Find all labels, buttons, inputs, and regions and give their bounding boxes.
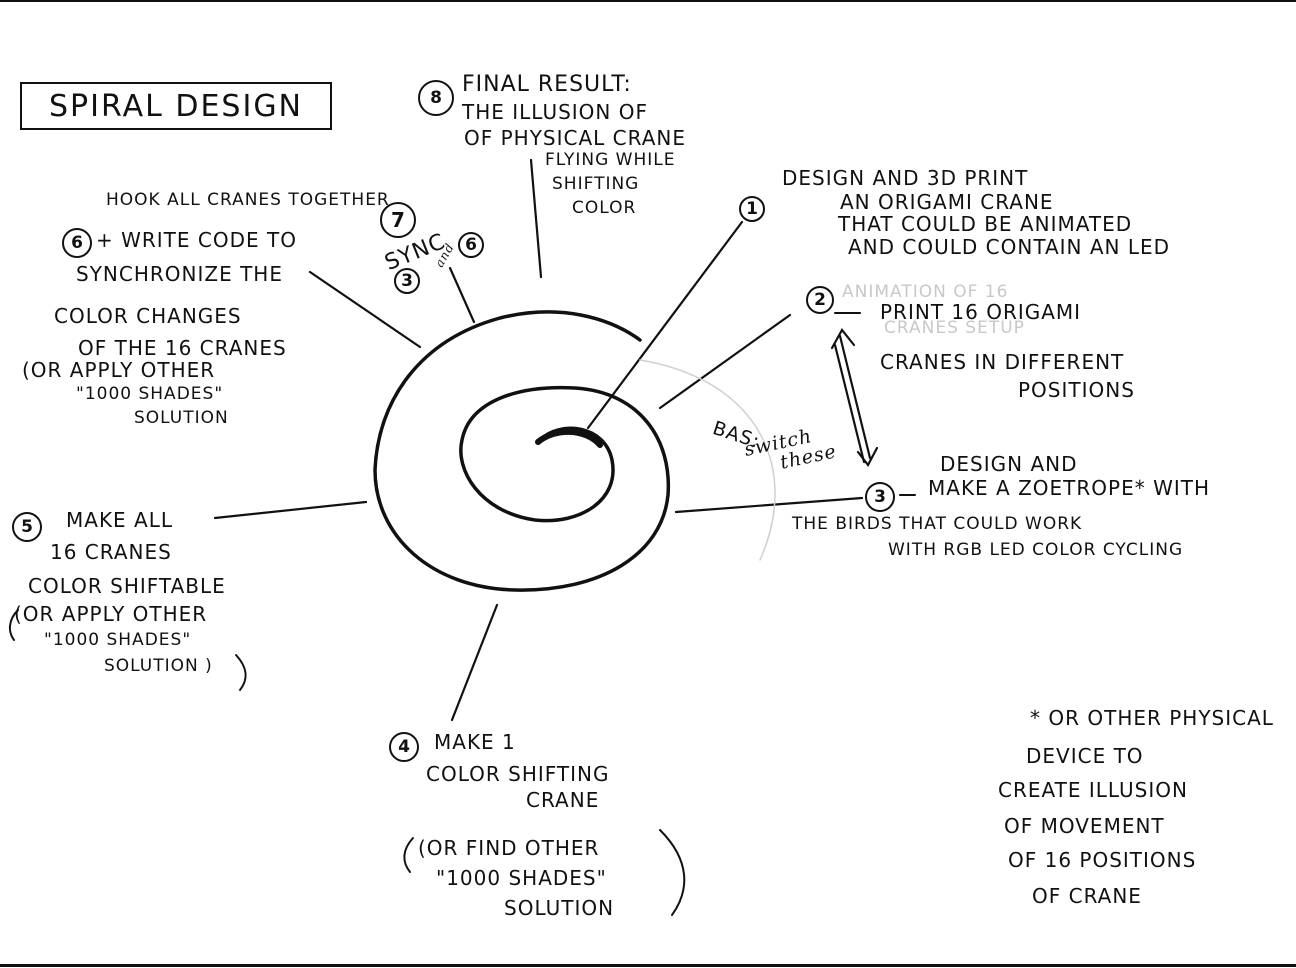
step5-line-1: MAKE ALL [66,508,174,532]
step6-number: 6 [71,233,83,253]
step6-alt-line-2: "1000 SHADES" [76,384,224,404]
step7-top-line: HOOK ALL CRANES TOGETHER [106,190,390,210]
step4-line-3: CRANE [526,788,600,812]
step3-line-2: MAKE A ZOETROPE* WITH [928,476,1211,500]
bracket-step5-left [8,609,19,641]
step7-sync-a: 3 [401,271,413,291]
step8-line-5: SHIFTING [552,174,640,194]
step4-line-2: COLOR SHIFTING [426,762,610,786]
footnote-line-6: OF CRANE [1032,884,1142,908]
step5-alt-line-1: (OR APPLY OTHER [14,602,208,626]
step1-number-circle: 1 [739,196,765,222]
spiral-inner-thick [535,428,603,448]
step2-line-1: PRINT 16 ORIGAMI [880,300,1082,324]
step4-line-1: MAKE 1 [434,730,516,754]
step6-alt-line-3: SOLUTION [134,408,229,428]
step6-alt-line-1: (OR APPLY OTHER [22,358,216,382]
step4-alt-line-2: "1000 SHADES" [436,866,607,890]
step7-number: 7 [391,208,405,232]
step5-line-3: COLOR SHIFTABLE [28,574,226,598]
connector-step3 [674,496,864,514]
switch-arrow-head-up [830,328,856,350]
step2-line-2: CRANES IN DIFFERENT [880,350,1125,374]
step8-line-6: COLOR [572,198,637,218]
title-box: SPIRAL DESIGN [20,82,332,130]
step3-line-4: WITH RGB LED COLOR CYCLING [888,540,1184,560]
step7-number-circle: 7 [380,202,416,238]
step4-alt-line-3: SOLUTION [504,896,615,920]
step7-sync-b-circle: 6 [458,232,484,258]
step5-number: 5 [21,517,33,537]
connector-step8 [529,158,543,279]
connector-step6 [308,270,422,349]
connector-step5 [213,500,368,520]
step2-line-3: POSITIONS [1018,378,1135,402]
step2-number: 2 [814,290,826,310]
footnote-line-1: * OR OTHER PHYSICAL [1030,706,1274,730]
step3-line-1: DESIGN AND [940,452,1078,476]
connector-step7 [448,266,476,324]
footnote-line-2: DEVICE TO [1026,744,1144,768]
step6-line-2: SYNCHRONIZE THE [76,262,283,286]
faint-zoetrope-arc [639,359,776,561]
step5-number-circle: 5 [12,512,42,542]
step4-alt-line-1: (OR FIND OTHER [418,836,600,860]
step3-line-3: THE BIRDS THAT COULD WORK [792,514,1083,534]
step7-sync-b: 6 [465,235,477,255]
step8-number-circle: 8 [418,80,454,116]
footnote-line-5: OF 16 POSITIONS [1008,848,1197,872]
frame-top-border [0,0,1296,2]
step4-number-circle: 4 [389,732,419,762]
bracket-step4-left [403,837,414,873]
step6-line-1: + WRITE CODE TO [96,228,297,252]
switch-arrow-line [838,334,872,460]
connector-step2 [658,313,792,410]
step3-number: 3 [874,487,886,507]
step5-line-2: 16 CRANES [50,540,172,564]
step8-line-4: FLYING WHILE [545,150,676,170]
step6-number-circle: 6 [62,228,92,258]
footnote-line-4: OF MOVEMENT [1004,814,1165,838]
step1-line-1: DESIGN AND 3D PRINT [782,166,1029,190]
switch-arrow-head-down [856,446,879,468]
bracket-step4-right [659,829,686,916]
connector-step4 [450,603,499,722]
connector-step1 [586,220,744,430]
step5-alt-line-2: "1000 SHADES" [44,630,192,650]
step8-line-1: FINAL RESULT: [462,72,632,97]
step2-ghost-line-1: ANIMATION OF 16 [842,282,1009,302]
step4-number: 4 [398,737,410,757]
footnote-line-3: CREATE ILLUSION [998,778,1188,802]
step1-line-3: THAT COULD BE ANIMATED [838,212,1133,236]
step8-line-2: THE ILLUSION OF [462,100,648,124]
step6-line-3: COLOR CHANGES [54,304,242,328]
diagram-title: SPIRAL DESIGN [48,88,304,124]
step7-sync-a-circle: 3 [394,268,420,294]
step3-number-circle: 3 [865,482,895,512]
step6-line-4: OF THE 16 CRANES [78,336,287,360]
frame-bottom-border [0,964,1296,967]
step8-number: 8 [430,88,442,108]
step2-ghost-line-2: CRANES SETUP [884,318,1025,338]
step1-line-2: AN ORIGAMI CRANE [840,190,1054,214]
step1-line-4: AND COULD CONTAIN AN LED [848,235,1171,259]
spiral-curve [373,310,671,592]
step2-number-circle: 2 [806,286,834,314]
step1-number: 1 [746,199,758,219]
step8-line-3: OF PHYSICAL CRANE [464,126,686,150]
bracket-step5-right [235,654,247,691]
step5-alt-line-3: SOLUTION ) [104,656,213,676]
switch-arrow-line-2 [833,343,866,464]
